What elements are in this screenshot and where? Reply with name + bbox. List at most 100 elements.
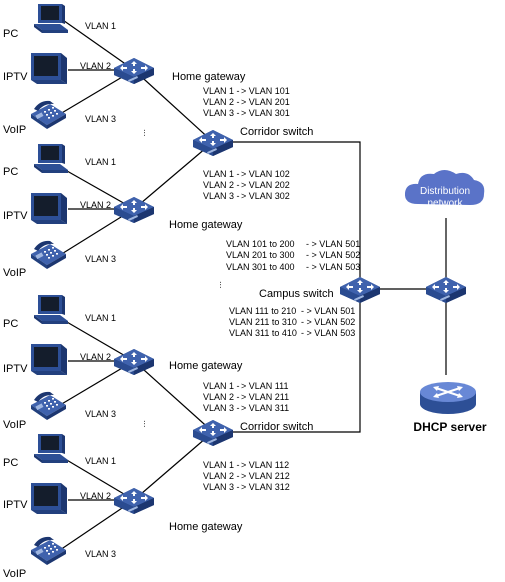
vlan-2-label: VLAN 2 [80, 491, 111, 501]
map-from: VLAN 2 - [203, 180, 240, 190]
map-from: VLAN 111 to 210 [229, 306, 296, 316]
map-to: > VLAN 112 [241, 460, 289, 470]
home-gateway-label: Home gateway [169, 360, 243, 372]
map-from: VLAN 1 - [203, 381, 240, 391]
map-to: - > VLAN 502 [306, 250, 360, 260]
connection-lines [59, 17, 447, 551]
map-to: - > VLAN 503 [301, 328, 355, 338]
vlan-3-label: VLAN 3 [85, 114, 116, 124]
vlan-2-label: VLAN 2 [80, 352, 111, 362]
pc-icon [34, 144, 68, 173]
iptv-label: IPTV [3, 499, 28, 511]
vlan-1-label: VLAN 1 [85, 456, 116, 466]
corridor-switch-icon [193, 130, 233, 156]
map-to: > VLAN 301 [241, 108, 290, 118]
ellipsis: ... [142, 129, 152, 137]
map-from: VLAN 301 to 400 [226, 262, 295, 272]
map-from: VLAN 3 - [203, 108, 240, 118]
map-from: VLAN 1 - [203, 460, 240, 470]
corridor-switch-label: Corridor switch [240, 126, 313, 138]
map-from: VLAN 2 - [203, 392, 240, 402]
pc-label: PC [3, 457, 18, 469]
voip-label: VoIP [3, 124, 26, 136]
pc-icon [34, 295, 68, 324]
map-to: > VLAN 202 [241, 180, 290, 190]
home-gateway-label: Home gateway [169, 219, 243, 231]
map-to: > VLAN 102 [241, 169, 290, 179]
map-from: VLAN 3 - [203, 191, 240, 201]
home-gateway-label: Home gateway [169, 521, 243, 533]
iptv-label: IPTV [3, 210, 28, 222]
map-to: > VLAN 312 [241, 482, 290, 492]
tv-icon [31, 193, 67, 224]
pc-label: PC [3, 28, 18, 40]
map-from: VLAN 101 to 200 [226, 239, 295, 249]
pc-label: PC [3, 318, 18, 330]
campus-map-2: VLAN 111 to 210 - > VLAN 501 VLAN 211 to… [229, 306, 355, 338]
map-to: > VLAN 302 [241, 191, 290, 201]
voip-label: VoIP [3, 568, 26, 580]
pc-icon [34, 434, 68, 463]
map-to: > VLAN 212 [241, 471, 290, 481]
vlan-1-label: VLAN 1 [85, 157, 116, 167]
phone-icon [31, 536, 66, 565]
distribution-network-label-2: network [427, 198, 463, 209]
corridor-map-1: VLAN 1 - > VLAN 101 VLAN 2 - > VLAN 201 … [203, 86, 290, 118]
campus-switch-label: Campus switch [259, 288, 334, 300]
vlan-3-label: VLAN 3 [85, 409, 116, 419]
corridor-map-3: VLAN 1 - > VLAN 111 VLAN 2 - > VLAN 211 … [203, 381, 289, 413]
vlan-3-label: VLAN 3 [85, 254, 116, 264]
tv-icon [31, 53, 67, 84]
distribution-switch-icon [426, 277, 466, 303]
tv-icon [31, 344, 67, 375]
map-to: - > VLAN 502 [301, 317, 355, 327]
map-from: VLAN 2 - [203, 97, 240, 107]
map-to: - > VLAN 501 [301, 306, 355, 316]
map-from: VLAN 211 to 310 [229, 317, 297, 327]
iptv-label: IPTV [3, 71, 28, 83]
map-from: VLAN 1 - [203, 86, 240, 96]
corridor-switch-icon [193, 420, 233, 446]
pc-icon [34, 4, 68, 33]
vlan-1-label: VLAN 1 [85, 313, 116, 323]
ellipsis: ... [218, 281, 228, 289]
map-to: > VLAN 311 [241, 403, 289, 413]
cloud-icon [404, 170, 485, 205]
map-from: VLAN 3 - [203, 482, 240, 492]
map-to: > VLAN 101 [241, 86, 290, 96]
campus-switch-icon [340, 277, 380, 303]
corridor-switch-label: Corridor switch [240, 421, 313, 433]
phone-icon [31, 240, 66, 269]
corridor-map-2: VLAN 1 - > VLAN 102 VLAN 2 - > VLAN 202 … [203, 169, 290, 201]
home-gateway-label: Home gateway [172, 71, 246, 83]
map-from: VLAN 201 to 300 [226, 250, 295, 260]
corridor-map-4: VLAN 1 - > VLAN 112 VLAN 2 - > VLAN 212 … [203, 460, 290, 492]
voip-label: VoIP [3, 267, 26, 279]
map-to: > VLAN 111 [241, 381, 288, 391]
phone-icon [31, 391, 66, 420]
dhcp-server-label: DHCP server [413, 420, 486, 434]
map-from: VLAN 311 to 410 [229, 328, 297, 338]
vlan-3-label: VLAN 3 [85, 549, 116, 559]
pc-label: PC [3, 166, 18, 178]
map-from: VLAN 2 - [203, 471, 240, 481]
vlan-2-label: VLAN 2 [80, 200, 111, 210]
iptv-label: IPTV [3, 363, 28, 375]
voip-label: VoIP [3, 419, 26, 431]
router-icon [419, 381, 477, 415]
map-to: - > VLAN 503 [306, 262, 360, 272]
map-from: VLAN 3 - [203, 403, 240, 413]
map-to: > VLAN 201 [241, 97, 290, 107]
phone-icon [31, 100, 66, 129]
home-gateway-switch-icon [114, 58, 154, 84]
tv-icon [31, 483, 67, 514]
vlan-1-label: VLAN 1 [85, 21, 116, 31]
map-from: VLAN 1 - [203, 169, 240, 179]
distribution-network-label-1: Distribution [420, 186, 470, 197]
map-to: > VLAN 211 [241, 392, 289, 402]
ellipsis: ... [142, 420, 152, 428]
vlan-2-label: VLAN 2 [80, 61, 111, 71]
campus-map-1: VLAN 101 to 200 - > VLAN 501 VLAN 201 to… [226, 239, 360, 272]
map-to: - > VLAN 501 [306, 239, 360, 249]
